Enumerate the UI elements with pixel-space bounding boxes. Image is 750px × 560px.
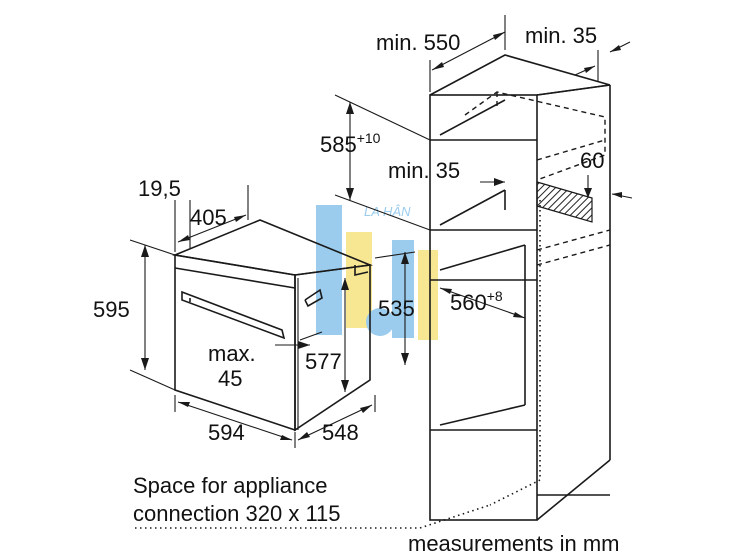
dim-548: 548: [322, 420, 359, 445]
dim-max-label: max.: [208, 341, 256, 366]
dim-min-550: min. 550: [376, 30, 460, 55]
dim-560: 560+8: [450, 288, 503, 315]
space-note-line2: connection 320 x 115: [133, 501, 341, 526]
dim-595: 595: [93, 297, 130, 322]
oven-drawing: [172, 219, 374, 432]
dim-max-value: 45: [218, 366, 242, 391]
ventilation-opening: [536, 181, 593, 223]
dim-535: 535: [378, 296, 415, 321]
dim-19-5: 19,5: [138, 176, 181, 201]
watermark-text: LA HÂN: [364, 204, 411, 219]
dim-577: 577: [305, 349, 342, 374]
units-note: measurements in mm: [408, 531, 620, 556]
dim-585-tolerance: +10: [357, 130, 381, 146]
dim-585: 585+10: [320, 130, 381, 157]
dim-405: 405: [190, 205, 227, 230]
space-note-line1: Space for appliance: [133, 473, 327, 498]
dim-60: 60: [580, 148, 604, 173]
dimension-lines: [129, 15, 633, 529]
watermark-logo: LA HÂN: [316, 204, 438, 340]
notes: Space for appliance connection 320 x 115…: [133, 473, 620, 556]
dim-560-value: 560: [450, 290, 487, 315]
dim-594: 594: [208, 420, 245, 445]
cabinet-drawing: [429, 54, 611, 521]
dimension-labels: min. 550 min. 35 585+10 min. 35 60 19,5 …: [93, 23, 604, 445]
dim-min-35-mid: min. 35: [388, 158, 460, 183]
dim-560-tolerance: +8: [487, 288, 503, 304]
dim-min-35-top: min. 35: [525, 23, 597, 48]
dim-585-value: 585: [320, 132, 357, 157]
